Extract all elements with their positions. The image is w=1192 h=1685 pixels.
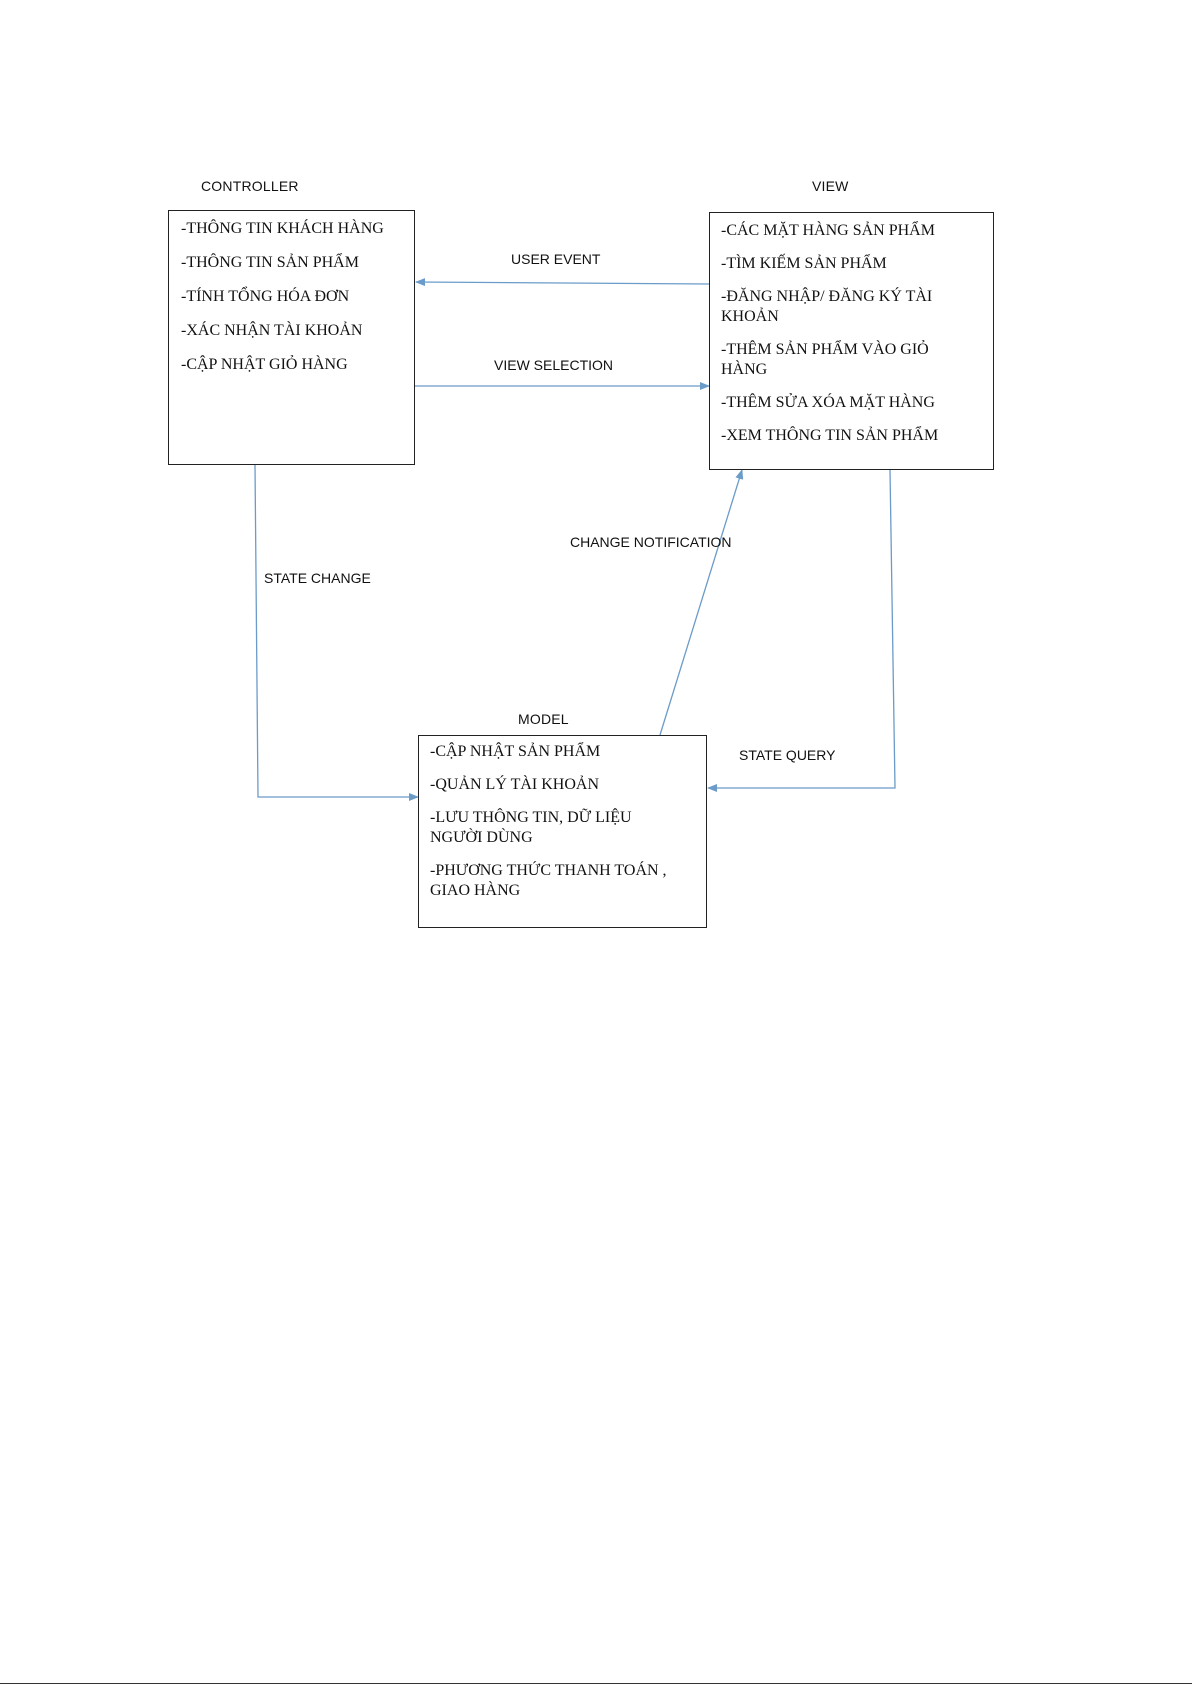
- list-item: -XÁC NHẬN TÀI KHOẢN: [181, 322, 363, 339]
- change-notification-label: CHANGE NOTIFICATION: [570, 534, 732, 550]
- view-box: -CÁC MẶT HÀNG SẢN PHẨM -TÌM KIẾM SẢN PHẨ…: [709, 212, 994, 470]
- state-change-label: STATE CHANGE: [264, 570, 371, 586]
- model-box: -CẬP NHẬT SẢN PHẨM -QUẢN LÝ TÀI KHOẢN -L…: [418, 735, 707, 928]
- state-query-arrow: [707, 469, 896, 792]
- list-item: -QUẢN LÝ TÀI KHOẢN: [430, 776, 600, 793]
- page-bottom-rule: [0, 1683, 1192, 1684]
- state-query-label: STATE QUERY: [739, 747, 836, 763]
- list-item: -THÔNG TIN KHÁCH HÀNG: [181, 220, 384, 237]
- list-item: -THÊM SẢN PHẨM VÀO GIỎ HÀNG: [721, 341, 929, 378]
- list-item: -CẬP NHẬT GIỎ HÀNG: [181, 356, 348, 373]
- list-item: -XEM THÔNG TIN SẢN PHẨM: [721, 427, 939, 444]
- list-item: -ĐĂNG NHẬP/ ĐĂNG KÝ TÀI KHOẢN: [721, 288, 933, 325]
- list-item: -THÔNG TIN SẢN PHẨM: [181, 254, 359, 271]
- list-item: -TÍNH TỔNG HÓA ĐƠN: [181, 288, 350, 305]
- view-selection-label: VIEW SELECTION: [494, 357, 614, 373]
- controller-title: CONTROLLER: [201, 178, 299, 194]
- list-item: -TÌM KIẾM SẢN PHẨM: [721, 255, 887, 272]
- list-item: -THÊM SỬA XÓA MẶT HÀNG: [721, 394, 935, 411]
- list-item: -PHƯƠNG THỨC THANH TOÁN , GIAO HÀNG: [430, 862, 667, 899]
- list-item: -CÁC MẶT HÀNG SẢN PHẨM: [721, 222, 935, 239]
- state-change-arrow: [254, 464, 419, 801]
- view-title: VIEW: [812, 178, 849, 194]
- list-item: -CẬP NHẬT SẢN PHẨM: [430, 743, 601, 760]
- list-item: -LƯU THÔNG TIN, DỮ LIỆU NGƯỜI DÙNG: [430, 809, 632, 846]
- model-title: MODEL: [518, 711, 569, 727]
- change-notification-arrow: [659, 469, 744, 736]
- controller-box: -THÔNG TIN KHÁCH HÀNG -THÔNG TIN SẢN PHẨ…: [168, 210, 415, 465]
- user-event-label: USER EVENT: [511, 251, 601, 267]
- user-event-arrow: [415, 278, 710, 287]
- model-items: -CẬP NHẬT SẢN PHẨM -QUẢN LÝ TÀI KHOẢN -L…: [430, 742, 706, 901]
- controller-items: -THÔNG TIN KHÁCH HÀNG -THÔNG TIN SẢN PHẨ…: [181, 219, 414, 375]
- view-items: -CÁC MẶT HÀNG SẢN PHẨM -TÌM KIẾM SẢN PHẨ…: [721, 221, 993, 446]
